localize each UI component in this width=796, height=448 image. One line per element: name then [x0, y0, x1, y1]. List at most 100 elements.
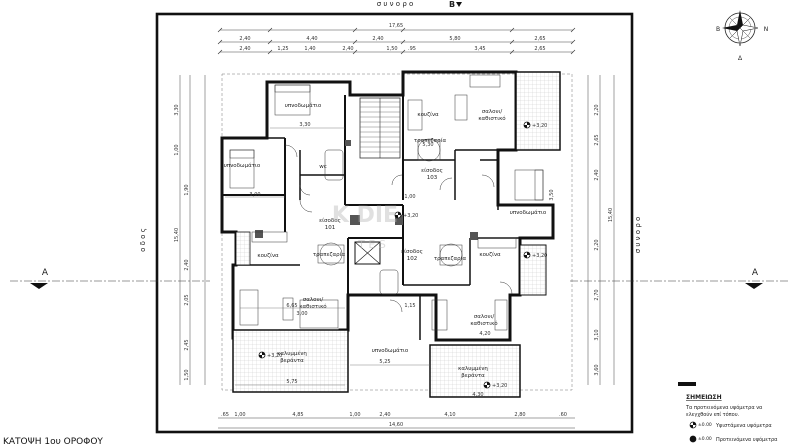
- svg-text:καθιστικό: καθιστικό: [470, 320, 498, 327]
- dimension-tick: [400, 27, 406, 33]
- svg-text:3,30: 3,30: [299, 122, 310, 128]
- svg-text:1,40: 1,40: [304, 46, 315, 52]
- svg-text:2,40: 2,40: [379, 412, 390, 418]
- svg-text:2,40: 2,40: [372, 36, 383, 42]
- east-boundary-label: σ υ ν ο ρ ο: [634, 217, 642, 254]
- svg-text:1,25: 1,25: [277, 46, 288, 52]
- svg-text:1,15: 1,15: [404, 303, 415, 309]
- west-boundary-label: ο δ ο ς: [139, 228, 147, 252]
- note-block: ΣΗΜΕΙΩΣΗ Τα προτεινόμενα υψόμετρα να ελε…: [678, 382, 778, 443]
- legend-proposed-value: ±0.00: [698, 436, 712, 442]
- svg-text:4,10: 4,10: [444, 412, 455, 418]
- dimension-tick: [217, 49, 223, 55]
- room-kitchen-103: κουζίνα: [417, 111, 439, 118]
- room-entry-102: είσοδος: [401, 248, 423, 255]
- section-line-a: A A: [10, 268, 790, 289]
- svg-text:1,00: 1,00: [234, 412, 245, 418]
- room-labels: υπνοδωμάτιο υπνοδωμάτιο wc είσοδος 101 τ…: [224, 102, 547, 379]
- dimension-tick: [352, 49, 358, 55]
- dim-top-total: 17,65: [389, 23, 403, 29]
- svg-text:2,65: 2,65: [594, 134, 600, 145]
- svg-text:4,85: 4,85: [292, 412, 303, 418]
- veranda-left: [232, 329, 349, 393]
- svg-text:2,40: 2,40: [342, 46, 353, 52]
- svg-text:καθιστικό: καθιστικό: [478, 115, 506, 122]
- dimension-tick: [509, 39, 515, 45]
- staircase: [359, 97, 401, 159]
- svg-text:4,40: 4,40: [306, 36, 317, 42]
- svg-text:2,40: 2,40: [594, 169, 600, 180]
- svg-text:5,80: 5,80: [449, 36, 460, 42]
- room-bedroom-top: υπνοδωμάτιο: [285, 102, 322, 109]
- room-bedroom-left: υπνοδωμάτιο: [224, 162, 261, 169]
- dimension-tick: [400, 49, 406, 55]
- column: [345, 140, 351, 146]
- svg-text:3,10: 3,10: [594, 329, 600, 340]
- room-entry-103: είσοδος: [421, 167, 443, 174]
- room-living-102: σαλονι/: [474, 314, 495, 320]
- svg-text:βεράντα: βεράντα: [280, 357, 304, 364]
- bottom-dimensions: .65 1,00 4,85 1,00 2,40 4,10 2,80 .60 14…: [218, 412, 575, 429]
- dimension-tick: [570, 49, 576, 55]
- level-markers: +3,20 +3,20 +3,20 +3,20 +3,20: [258, 121, 547, 389]
- svg-text:.60: .60: [559, 412, 567, 418]
- svg-text:1,50: 1,50: [386, 46, 397, 52]
- note-line-2: ελεγχθούν επί τόπου.: [686, 411, 740, 418]
- svg-text:+3,20: +3,20: [492, 383, 507, 389]
- svg-text:2,70: 2,70: [594, 289, 600, 300]
- dimension-tick: [400, 39, 406, 45]
- svg-text:101: 101: [325, 225, 336, 231]
- left-dimensions: 3,30 1,00 1,90 15,40 2,40 2,05 2,45 1,50: [174, 75, 206, 385]
- dimension-tick: [267, 49, 273, 55]
- svg-text:2,40: 2,40: [239, 36, 250, 42]
- svg-text:3,45: 3,45: [474, 46, 485, 52]
- north-arrow-mark-icon: [456, 2, 462, 7]
- section-label-left: A: [42, 268, 49, 278]
- svg-text:καθιστικό: καθιστικό: [299, 303, 327, 310]
- compass-e-label: N: [764, 26, 769, 33]
- section-label-right: A: [752, 268, 759, 278]
- room-kitchen-102: κουζίνα: [479, 251, 501, 258]
- room-veranda-left: καλυμμένη: [277, 350, 307, 357]
- balcony-top-right: [515, 71, 561, 151]
- svg-text:1,50: 1,50: [184, 369, 190, 380]
- svg-text:1,90: 1,90: [184, 184, 190, 195]
- room-living-103: σαλονι/: [482, 109, 503, 115]
- balcony-left: [235, 231, 251, 266]
- dimension-tick: [570, 39, 576, 45]
- svg-text:3,00: 3,00: [296, 311, 307, 317]
- legend-existing-value: ±0.00: [698, 422, 712, 428]
- svg-text:3,00: 3,00: [249, 192, 260, 198]
- room-entry-101: είσοδος: [319, 217, 341, 224]
- furniture: [229, 74, 544, 331]
- dimension-tick: [352, 27, 358, 33]
- svg-text:+3,20: +3,20: [403, 213, 418, 219]
- room-wc: wc: [319, 164, 327, 170]
- svg-text:3,60: 3,60: [594, 364, 600, 375]
- dimension-tick: [352, 39, 358, 45]
- svg-text:2,65: 2,65: [534, 46, 545, 52]
- svg-text:6,65: 6,65: [286, 303, 297, 309]
- svg-text:2,65: 2,65: [534, 36, 545, 42]
- svg-text:+3,20: +3,20: [267, 353, 282, 359]
- top-compass-letter: Β: [449, 0, 455, 9]
- compass-rose: [722, 10, 759, 47]
- svg-text:βεράντα: βεράντα: [461, 372, 485, 379]
- dimension-tick: [267, 27, 273, 33]
- column: [350, 215, 360, 225]
- svg-text:15,40: 15,40: [608, 208, 614, 222]
- roof-outline: [221, 73, 573, 391]
- svg-text:1,00: 1,00: [174, 144, 180, 155]
- dimension-tick: [570, 27, 576, 33]
- section-arrow-left-icon: [30, 283, 48, 289]
- svg-text:2,20: 2,20: [594, 239, 600, 250]
- room-bedroom-bottom: υπνοδωμάτιο: [372, 347, 409, 354]
- svg-text:+3,20: +3,20: [532, 253, 547, 259]
- dimension-tick: [217, 27, 223, 33]
- svg-text:5,75: 5,75: [286, 379, 297, 385]
- svg-text:2,45: 2,45: [184, 339, 190, 350]
- column: [470, 232, 478, 240]
- elevator-shaft: [354, 241, 381, 265]
- legend-existing-text: Υφιστάμενα υψόμετρα: [715, 422, 772, 429]
- dimension-tick: [217, 39, 223, 45]
